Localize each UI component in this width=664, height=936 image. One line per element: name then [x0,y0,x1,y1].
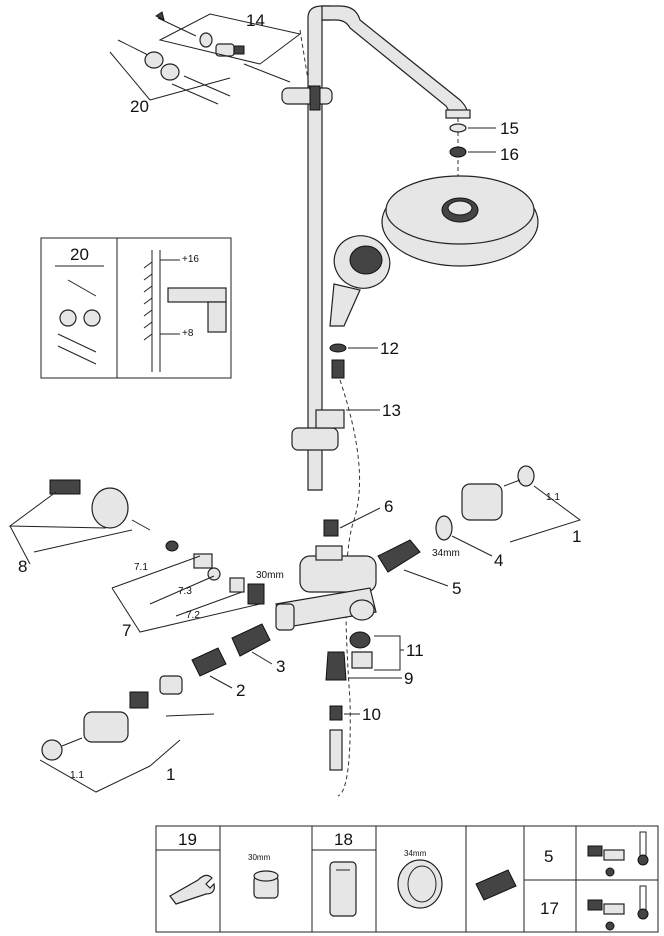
hand-shower [329,235,391,327]
tool-cell-18: 18 [334,830,353,849]
callout-8: 8 [18,557,27,576]
tool-cell-5: 5 [544,847,553,866]
label-30mm-parts: 30mm [256,570,284,581]
tool-cell-17: 17 [540,899,559,918]
callout-9: 9 [404,669,413,688]
callout-13: 13 [382,401,401,420]
callout-14: 14 [246,11,265,30]
callout-1-1-right: 1.1 [546,492,560,503]
callout-3: 3 [276,657,285,676]
inset-dim-bottom: +8 [182,328,194,339]
part-2 [159,647,233,695]
part-11 [349,631,373,669]
temperature-icon-5 [587,831,649,877]
callout-11: 11 [406,641,424,660]
callout-20: 20 [130,97,149,116]
inset-dim-top: +16 [182,254,199,265]
callout-10: 10 [362,705,381,724]
overhead-shower-head [381,175,539,267]
part-10 [329,705,360,771]
mixer-body [275,519,377,631]
inset-box-20 [40,237,232,379]
callout-15: 15 [500,119,519,138]
callout-12: 12 [380,339,399,358]
handle-left [41,691,149,761]
tool-cell-34mm: 34mm [404,849,427,858]
flange-8 [49,479,151,531]
tool-cell-30mm: 30mm [248,853,271,862]
washer-15 [449,123,496,133]
cartridge-5 [377,539,449,587]
hose-nut [331,359,345,379]
callout-2: 2 [236,681,245,700]
slider-13 [291,409,380,451]
callout-1-1-left: 1.1 [70,770,84,781]
wall-bracket-top [281,85,333,111]
part-3 [231,623,273,665]
callout-7: 7 [122,621,131,640]
tool-table [155,825,659,933]
callout-6: 6 [384,497,393,516]
seal-16 [449,146,496,158]
shower-riser-rail [307,5,471,491]
inset-number: 20 [70,245,89,264]
part-9 [325,651,402,681]
callout-5: 5 [452,579,461,598]
label-34mm-parts: 34mm [432,548,460,559]
tool-cell-19: 19 [178,830,197,849]
ring-4 [435,515,493,557]
callout-7-1: 7.1 [134,562,148,573]
callout-1-right: 1 [572,527,581,546]
callout-7-2: 7.2 [186,610,200,621]
wall-fixings-group [109,11,311,105]
seal-12 [329,343,378,353]
temperature-icon-17 [587,885,649,931]
callout-1-left: 1 [166,765,175,784]
callout-4: 4 [494,551,503,570]
handle-right [461,465,535,521]
callout-7-3: 7.3 [178,586,192,597]
callout-16: 16 [500,145,519,164]
